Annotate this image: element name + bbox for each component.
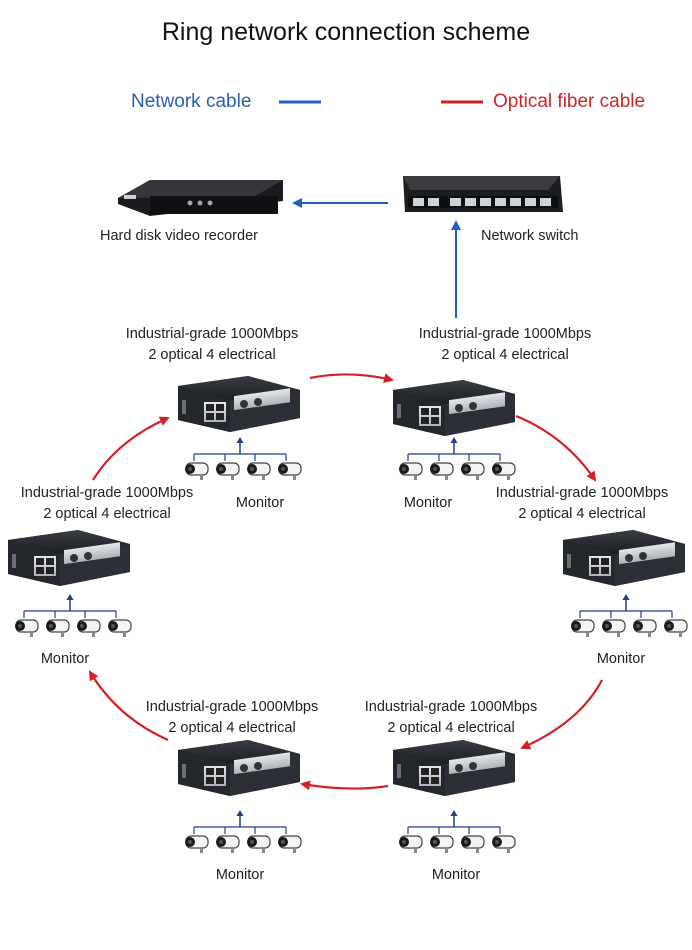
node-6-monitor-label: Monitor bbox=[40, 651, 90, 667]
network-switch-label: Network switch bbox=[481, 228, 579, 244]
node-1-label-line1: Industrial-grade 1000Mbps bbox=[125, 326, 299, 342]
node-2-label: Industrial-grade 1000Mbps 2 optical 4 el… bbox=[385, 324, 625, 366]
diagram-title: Ring network connection scheme bbox=[161, 18, 531, 46]
node-2-monitor-label: Monitor bbox=[403, 495, 453, 511]
fiber-6-to-1 bbox=[92, 416, 170, 481]
fiber-1-to-2 bbox=[309, 373, 394, 384]
camera-group-6 bbox=[15, 594, 131, 637]
camera-group-2 bbox=[399, 437, 515, 480]
camera-group-1 bbox=[185, 437, 301, 480]
node-5-label: Industrial-grade 1000Mbps 2 optical 4 el… bbox=[112, 697, 352, 739]
node-3-label: Industrial-grade 1000Mbps 2 optical 4 el… bbox=[472, 483, 692, 525]
node-5-label-line1: Industrial-grade 1000Mbps bbox=[145, 699, 319, 715]
node-4-label-line2: 2 optical 4 electrical bbox=[387, 720, 515, 736]
node-1-label: Industrial-grade 1000Mbps 2 optical 4 el… bbox=[92, 324, 332, 366]
industrial-switch-2 bbox=[393, 380, 515, 436]
industrial-switch-6 bbox=[8, 530, 130, 586]
video-recorder-device bbox=[118, 180, 283, 216]
node-4-label-line1: Industrial-grade 1000Mbps bbox=[364, 699, 538, 715]
node-6-label: Industrial-grade 1000Mbps 2 optical 4 el… bbox=[2, 483, 212, 525]
fiber-5-to-6 bbox=[88, 670, 169, 742]
camera-group-4 bbox=[399, 810, 515, 853]
fiber-2-to-3 bbox=[515, 414, 597, 482]
legend-network-cable-label: Network cable bbox=[131, 91, 252, 112]
industrial-switch-3 bbox=[563, 530, 685, 586]
node-2-label-line1: Industrial-grade 1000Mbps bbox=[418, 326, 592, 342]
industrial-switch-1 bbox=[178, 376, 300, 432]
node-1-label-line2: 2 optical 4 electrical bbox=[148, 347, 276, 363]
node-5-monitor-label: Monitor bbox=[215, 867, 265, 883]
node-3-label-line2: 2 optical 4 electrical bbox=[518, 506, 646, 522]
industrial-switch-4 bbox=[393, 740, 515, 796]
fiber-3-to-4 bbox=[520, 679, 603, 750]
industrial-switch-5 bbox=[178, 740, 300, 796]
network-switch-device bbox=[403, 176, 563, 212]
camera-group-3 bbox=[571, 594, 687, 637]
video-recorder-label: Hard disk video recorder bbox=[100, 228, 258, 244]
fiber-4-to-5 bbox=[300, 780, 389, 791]
node-4-monitor-label: Monitor bbox=[431, 867, 481, 883]
camera-group-5 bbox=[185, 810, 301, 853]
node-6-label-line2: 2 optical 4 electrical bbox=[43, 506, 171, 522]
node-1-monitor-label: Monitor bbox=[235, 495, 285, 511]
node-5-label-line2: 2 optical 4 electrical bbox=[168, 720, 296, 736]
node-3-label-line1: Industrial-grade 1000Mbps bbox=[495, 485, 669, 501]
node-2-label-line2: 2 optical 4 electrical bbox=[441, 347, 569, 363]
node-4-label: Industrial-grade 1000Mbps 2 optical 4 el… bbox=[331, 697, 571, 739]
node-6-label-line1: Industrial-grade 1000Mbps bbox=[20, 485, 194, 501]
legend-optical-fiber-label: Optical fiber cable bbox=[493, 91, 646, 112]
node-3-monitor-label: Monitor bbox=[596, 651, 646, 667]
